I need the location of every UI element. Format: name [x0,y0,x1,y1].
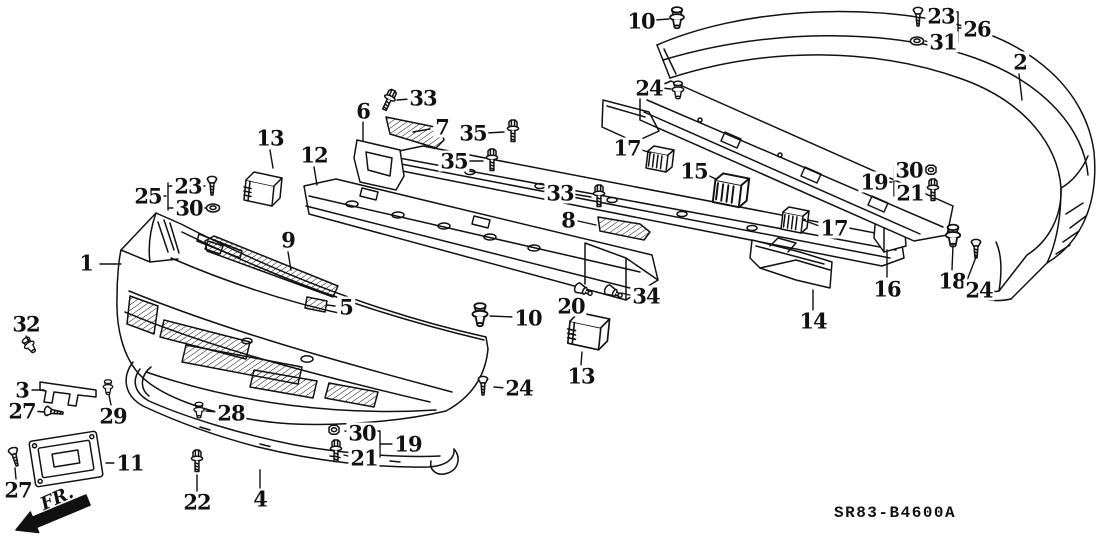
part-callout-1: 1 [77,250,95,276]
part-callout-35: 35 [438,148,470,174]
part-callout-34: 34 [630,283,662,309]
part-callout-8: 8 [559,207,577,233]
part-callout-22: 22 [181,489,213,515]
part-callout-21: 21 [894,180,926,206]
part-callout-21: 21 [348,445,380,471]
upper-molding-drawing [196,233,339,313]
nut-icon [328,424,340,435]
bracket-box-icon [645,145,675,173]
rear-bumper-drawing [601,10,1096,302]
part-callout-2: 2 [1011,49,1029,75]
part-callout-13: 13 [565,363,597,389]
screw-icon [477,375,489,396]
part-callout-25: 25 [132,183,164,209]
part-callout-17: 17 [611,135,643,161]
screw-icon [206,175,218,196]
reflector-box-icon [711,172,751,209]
part-callout-24: 24 [633,75,665,101]
part-callout-27: 27 [6,398,38,424]
clip-icon [944,223,962,248]
clip-icon [193,401,205,419]
screw-icon [970,238,982,259]
part-callout-33: 33 [544,180,576,206]
part-callout-24: 24 [963,277,995,303]
part-callout-30: 30 [346,420,378,446]
part-callout-17: 17 [818,215,850,241]
part-callout-3: 3 [13,377,31,403]
part-callout-27: 27 [2,477,34,503]
clip-icon [471,302,489,328]
bolt-icon [190,449,204,473]
part-callout-4: 4 [251,486,269,512]
part-callout-19: 19 [858,169,890,195]
part-callout-35: 35 [457,120,489,146]
screw-icon [7,445,23,468]
part-callout-32: 32 [10,311,42,337]
front-beam-drawing [303,178,659,301]
front-bumper-drawing [116,212,489,426]
screw-icon [43,405,65,419]
part-callout-15: 15 [678,158,710,184]
part-callout-11: 11 [114,450,146,476]
part-callout-29: 29 [97,403,129,429]
part-callout-18: 18 [936,268,968,294]
side-bracket-icon [39,381,97,407]
drawing-code: SR83-B4600A [834,504,957,522]
part-callout-19: 19 [392,431,424,457]
bolt-icon [329,439,343,463]
part-callout-30: 30 [173,195,205,221]
license-plate-bracket-drawing [28,430,104,488]
part-callout-16: 16 [871,276,903,302]
part-callout-24: 24 [503,375,535,401]
part-callout-5: 5 [337,294,355,320]
part-callout-30: 30 [893,157,925,183]
fr-arrow-icon [15,494,91,534]
part-callout-23: 23 [925,3,957,29]
part-callout-12: 12 [298,142,330,168]
nut-icon [925,164,937,175]
bracket-box-icon [243,171,283,207]
clip-icon [102,379,114,396]
fastener-icons [7,6,982,473]
part-callout-7: 7 [433,114,451,140]
part-callout-10: 10 [625,8,657,34]
clip-icon [669,6,685,30]
part-callout-20: 20 [555,293,587,319]
grommet-icon [205,203,221,213]
part-callout-26: 26 [961,16,993,42]
bolt-icon [506,119,520,143]
part-callout-6: 6 [354,98,372,124]
part-callout-10: 10 [512,305,544,331]
clip-icon [19,334,40,356]
part-callout-9: 9 [279,227,297,253]
part-callout-23: 23 [172,173,204,199]
part-callout-14: 14 [797,308,829,334]
part-callout-28: 28 [215,400,247,426]
grommet-icon [909,36,925,46]
part-callout-33: 33 [407,85,439,111]
part-callout-31: 31 [927,29,959,55]
part-callout-13: 13 [254,125,286,151]
bolt-icon [378,87,400,113]
